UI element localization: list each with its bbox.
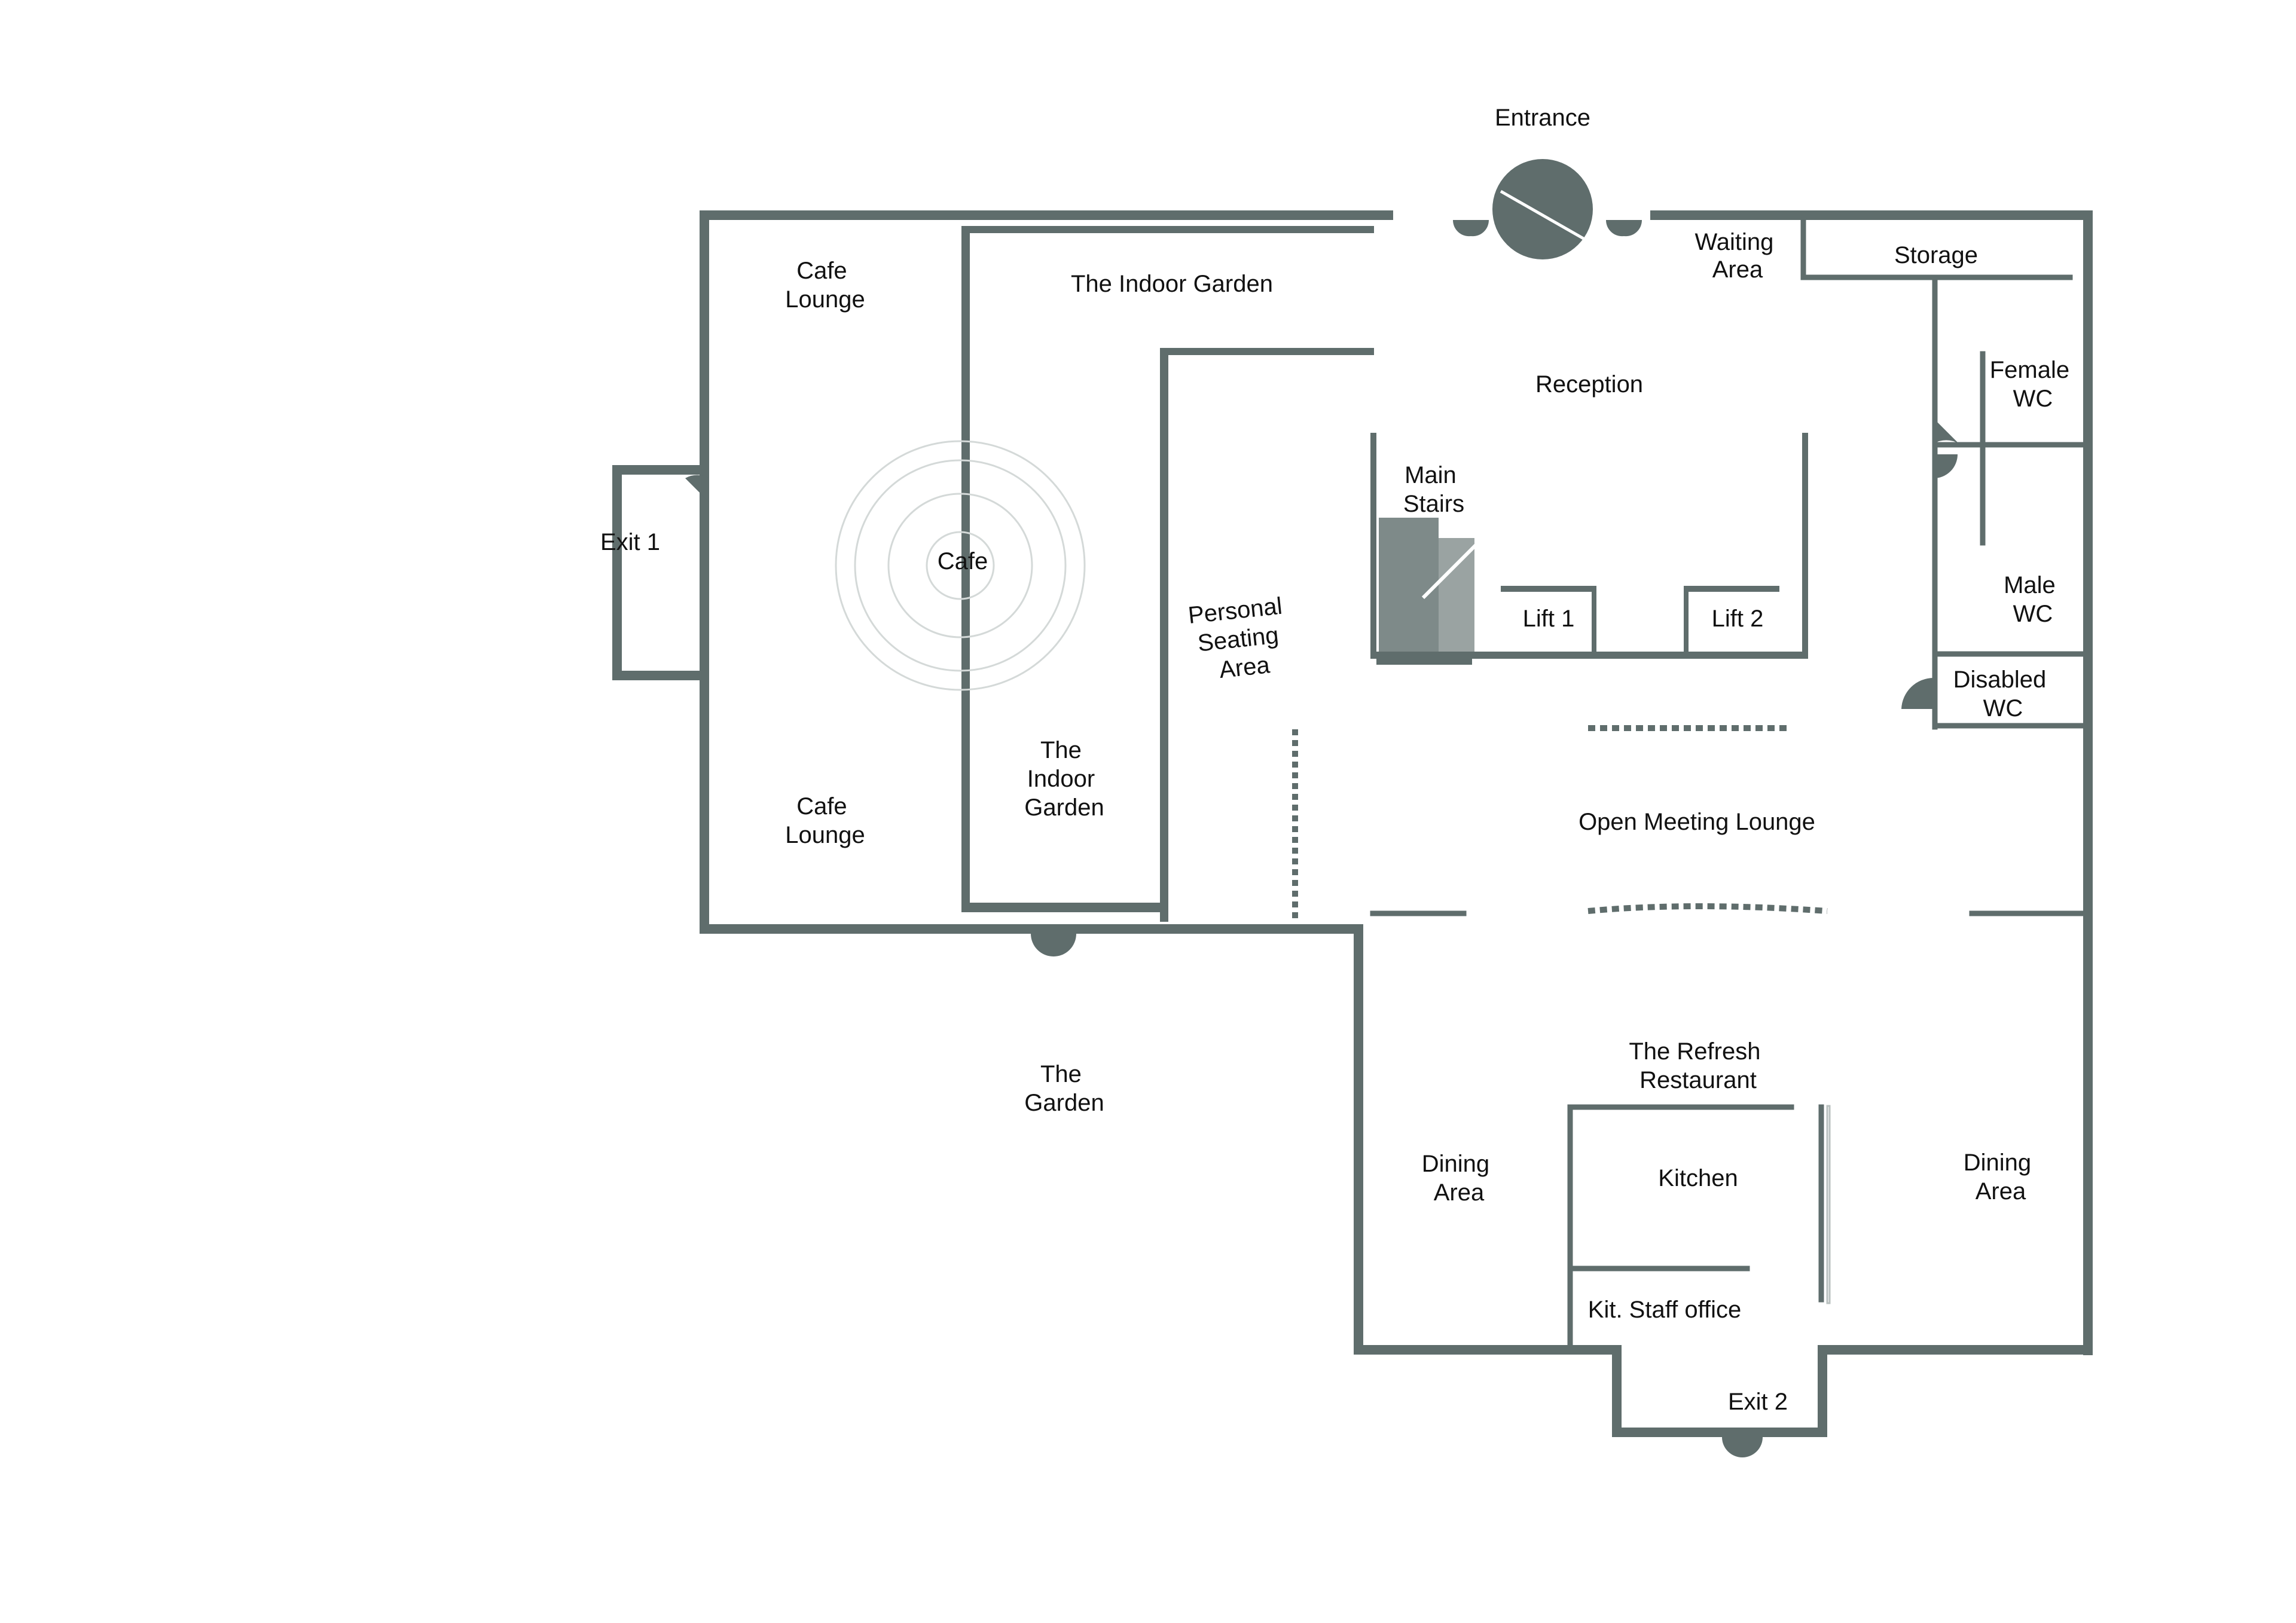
label-storage: Storage bbox=[1894, 242, 1978, 268]
entrance-door bbox=[1492, 159, 1593, 259]
exterior-walls bbox=[612, 210, 2093, 1437]
label-dining-area-left: Dining Area bbox=[1422, 1151, 1497, 1206]
label-personal-seating-area: Personal Seating Area bbox=[1187, 592, 1296, 686]
label-indoor-garden-bottom: The Indoor Garden bbox=[1024, 737, 1104, 821]
label-indoor-garden-top: The Indoor Garden bbox=[1071, 271, 1273, 297]
label-kitchen: Kitchen bbox=[1658, 1165, 1738, 1191]
interior-walls bbox=[961, 219, 2086, 1348]
label-cafe-lounge-bottom: Cafe Lounge bbox=[785, 793, 865, 848]
label-female-wc: Female WC bbox=[1990, 357, 2077, 412]
label-cafe-lounge-top: Cafe Lounge bbox=[785, 258, 865, 313]
room-labels: Entrance Waiting Area Storage Cafe Loung… bbox=[600, 105, 2077, 1415]
label-kit-staff-office: Kit. Staff office bbox=[1588, 1297, 1741, 1323]
cafe-circle bbox=[835, 440, 1086, 691]
label-cafe: Cafe bbox=[938, 548, 988, 574]
label-open-meeting-lounge: Open Meeting Lounge bbox=[1578, 809, 1815, 835]
label-exit-1: Exit 1 bbox=[600, 529, 660, 555]
label-reception: Reception bbox=[1535, 371, 1643, 398]
label-male-wc: Male WC bbox=[2004, 572, 2062, 627]
label-main-stairs: Main Stairs bbox=[1403, 462, 1464, 517]
doors bbox=[685, 220, 1959, 1457]
label-lift-1: Lift 1 bbox=[1523, 606, 1575, 632]
label-disabled-wc: Disabled WC bbox=[1953, 667, 2053, 722]
label-the-garden: The Garden bbox=[1024, 1061, 1104, 1116]
label-lift-2: Lift 2 bbox=[1712, 606, 1764, 632]
label-entrance: Entrance bbox=[1495, 105, 1590, 131]
dotted-partitions bbox=[1292, 725, 1828, 921]
label-waiting-area: Waiting Area bbox=[1694, 229, 1780, 283]
label-refresh-restaurant: The Refresh Restaurant bbox=[1629, 1038, 1767, 1093]
label-exit-2: Exit 2 bbox=[1728, 1389, 1788, 1415]
main-stairs bbox=[1376, 518, 1479, 665]
label-dining-area-right: Dining Area bbox=[1964, 1150, 2038, 1205]
